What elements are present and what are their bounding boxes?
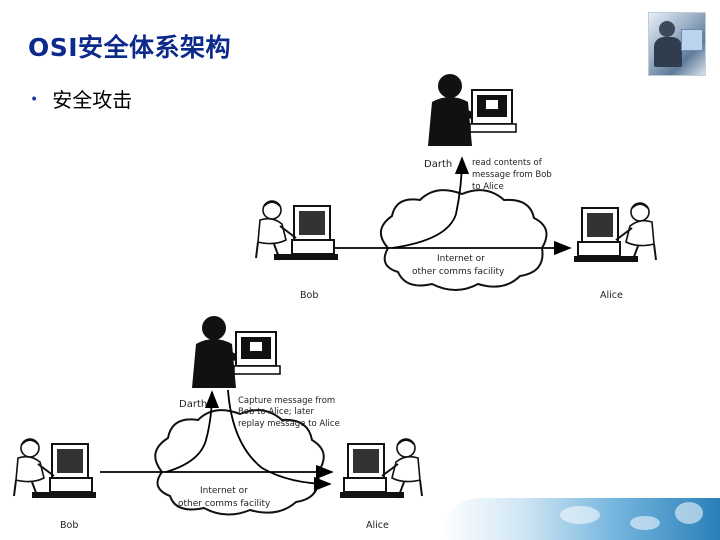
top-alice-label: Alice (600, 290, 623, 301)
top-diagram: Darth read contents of message from Bob … (255, 74, 656, 301)
bottom-network-line-2: other comms facility (178, 499, 271, 509)
top-intercept-arrow (391, 156, 470, 249)
bullet-dot-icon: • (30, 92, 39, 108)
slide-title: OSI安全体系架构 (28, 33, 232, 62)
office-photo-icon (648, 12, 706, 76)
bottom-darth-label: Darth (179, 399, 207, 410)
blue-swirl-decoration-icon (440, 498, 720, 540)
top-bob-label: Bob (300, 290, 318, 301)
bottom-alice-label: Alice (366, 520, 389, 531)
top-annotation-line-3: to Alice (472, 182, 504, 192)
bottom-replay-arrow (227, 389, 332, 492)
top-darth-figure-icon (428, 74, 516, 146)
bullet-text: 安全攻击 (52, 88, 133, 112)
top-annotation-line-1: read contents of (472, 158, 543, 168)
bottom-darth-figure-icon (192, 316, 280, 388)
bottom-network-cloud-icon (154, 409, 325, 516)
bottom-diagram: Darth Capture message from Bob to Alice;… (13, 316, 422, 531)
top-annotation-line-2: message from Bob (472, 170, 552, 180)
bottom-annotation-line-1: Capture message from (238, 396, 335, 406)
top-network-line-1: Internet or (437, 254, 485, 264)
bottom-bob-figure-icon (13, 438, 97, 499)
bullet-item: • 安全攻击 (30, 84, 132, 113)
top-alice-figure-icon (574, 203, 656, 262)
top-network-cloud-icon (380, 189, 548, 291)
bottom-network-line-1: Internet or (200, 486, 248, 496)
bottom-capture-arrow (165, 390, 220, 473)
bottom-annotation-line-2: Bob to Alice; later (238, 407, 315, 417)
top-bob-figure-icon (255, 200, 339, 261)
bottom-annotation-line-3: replay message to Alice (238, 419, 340, 429)
bottom-alice-figure-icon (340, 439, 422, 498)
bottom-bob-label: Bob (60, 520, 78, 531)
top-network-line-2: other comms facility (412, 267, 505, 277)
top-darth-label: Darth (424, 159, 452, 170)
